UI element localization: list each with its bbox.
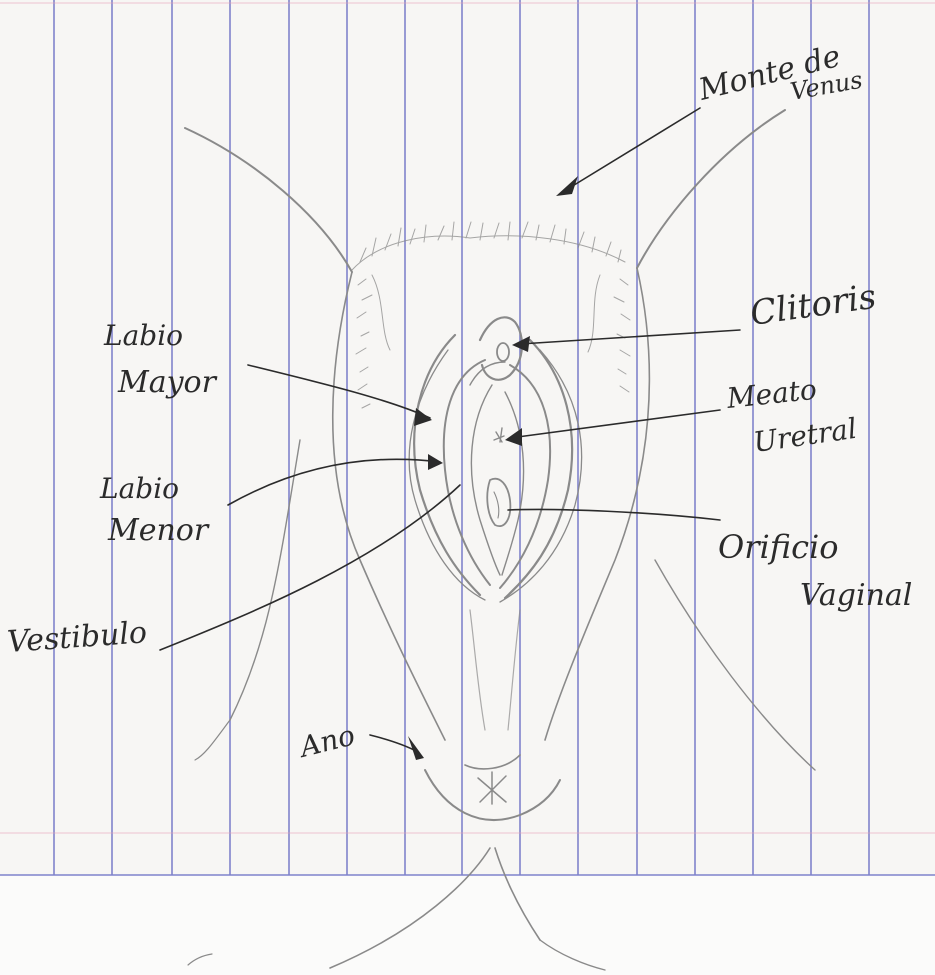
label-orificio-line2: Vaginal (800, 578, 912, 613)
label-labio-mayor-line2: Mayor (117, 365, 218, 400)
label-labio-menor-line1: Labio (99, 472, 179, 505)
paper-bottom-strip (0, 875, 935, 975)
label-orificio-line1: Orificio (718, 528, 839, 566)
label-labio-mayor-line1: Labio (103, 319, 183, 352)
label-labio-menor-line2: Menor (107, 513, 210, 548)
